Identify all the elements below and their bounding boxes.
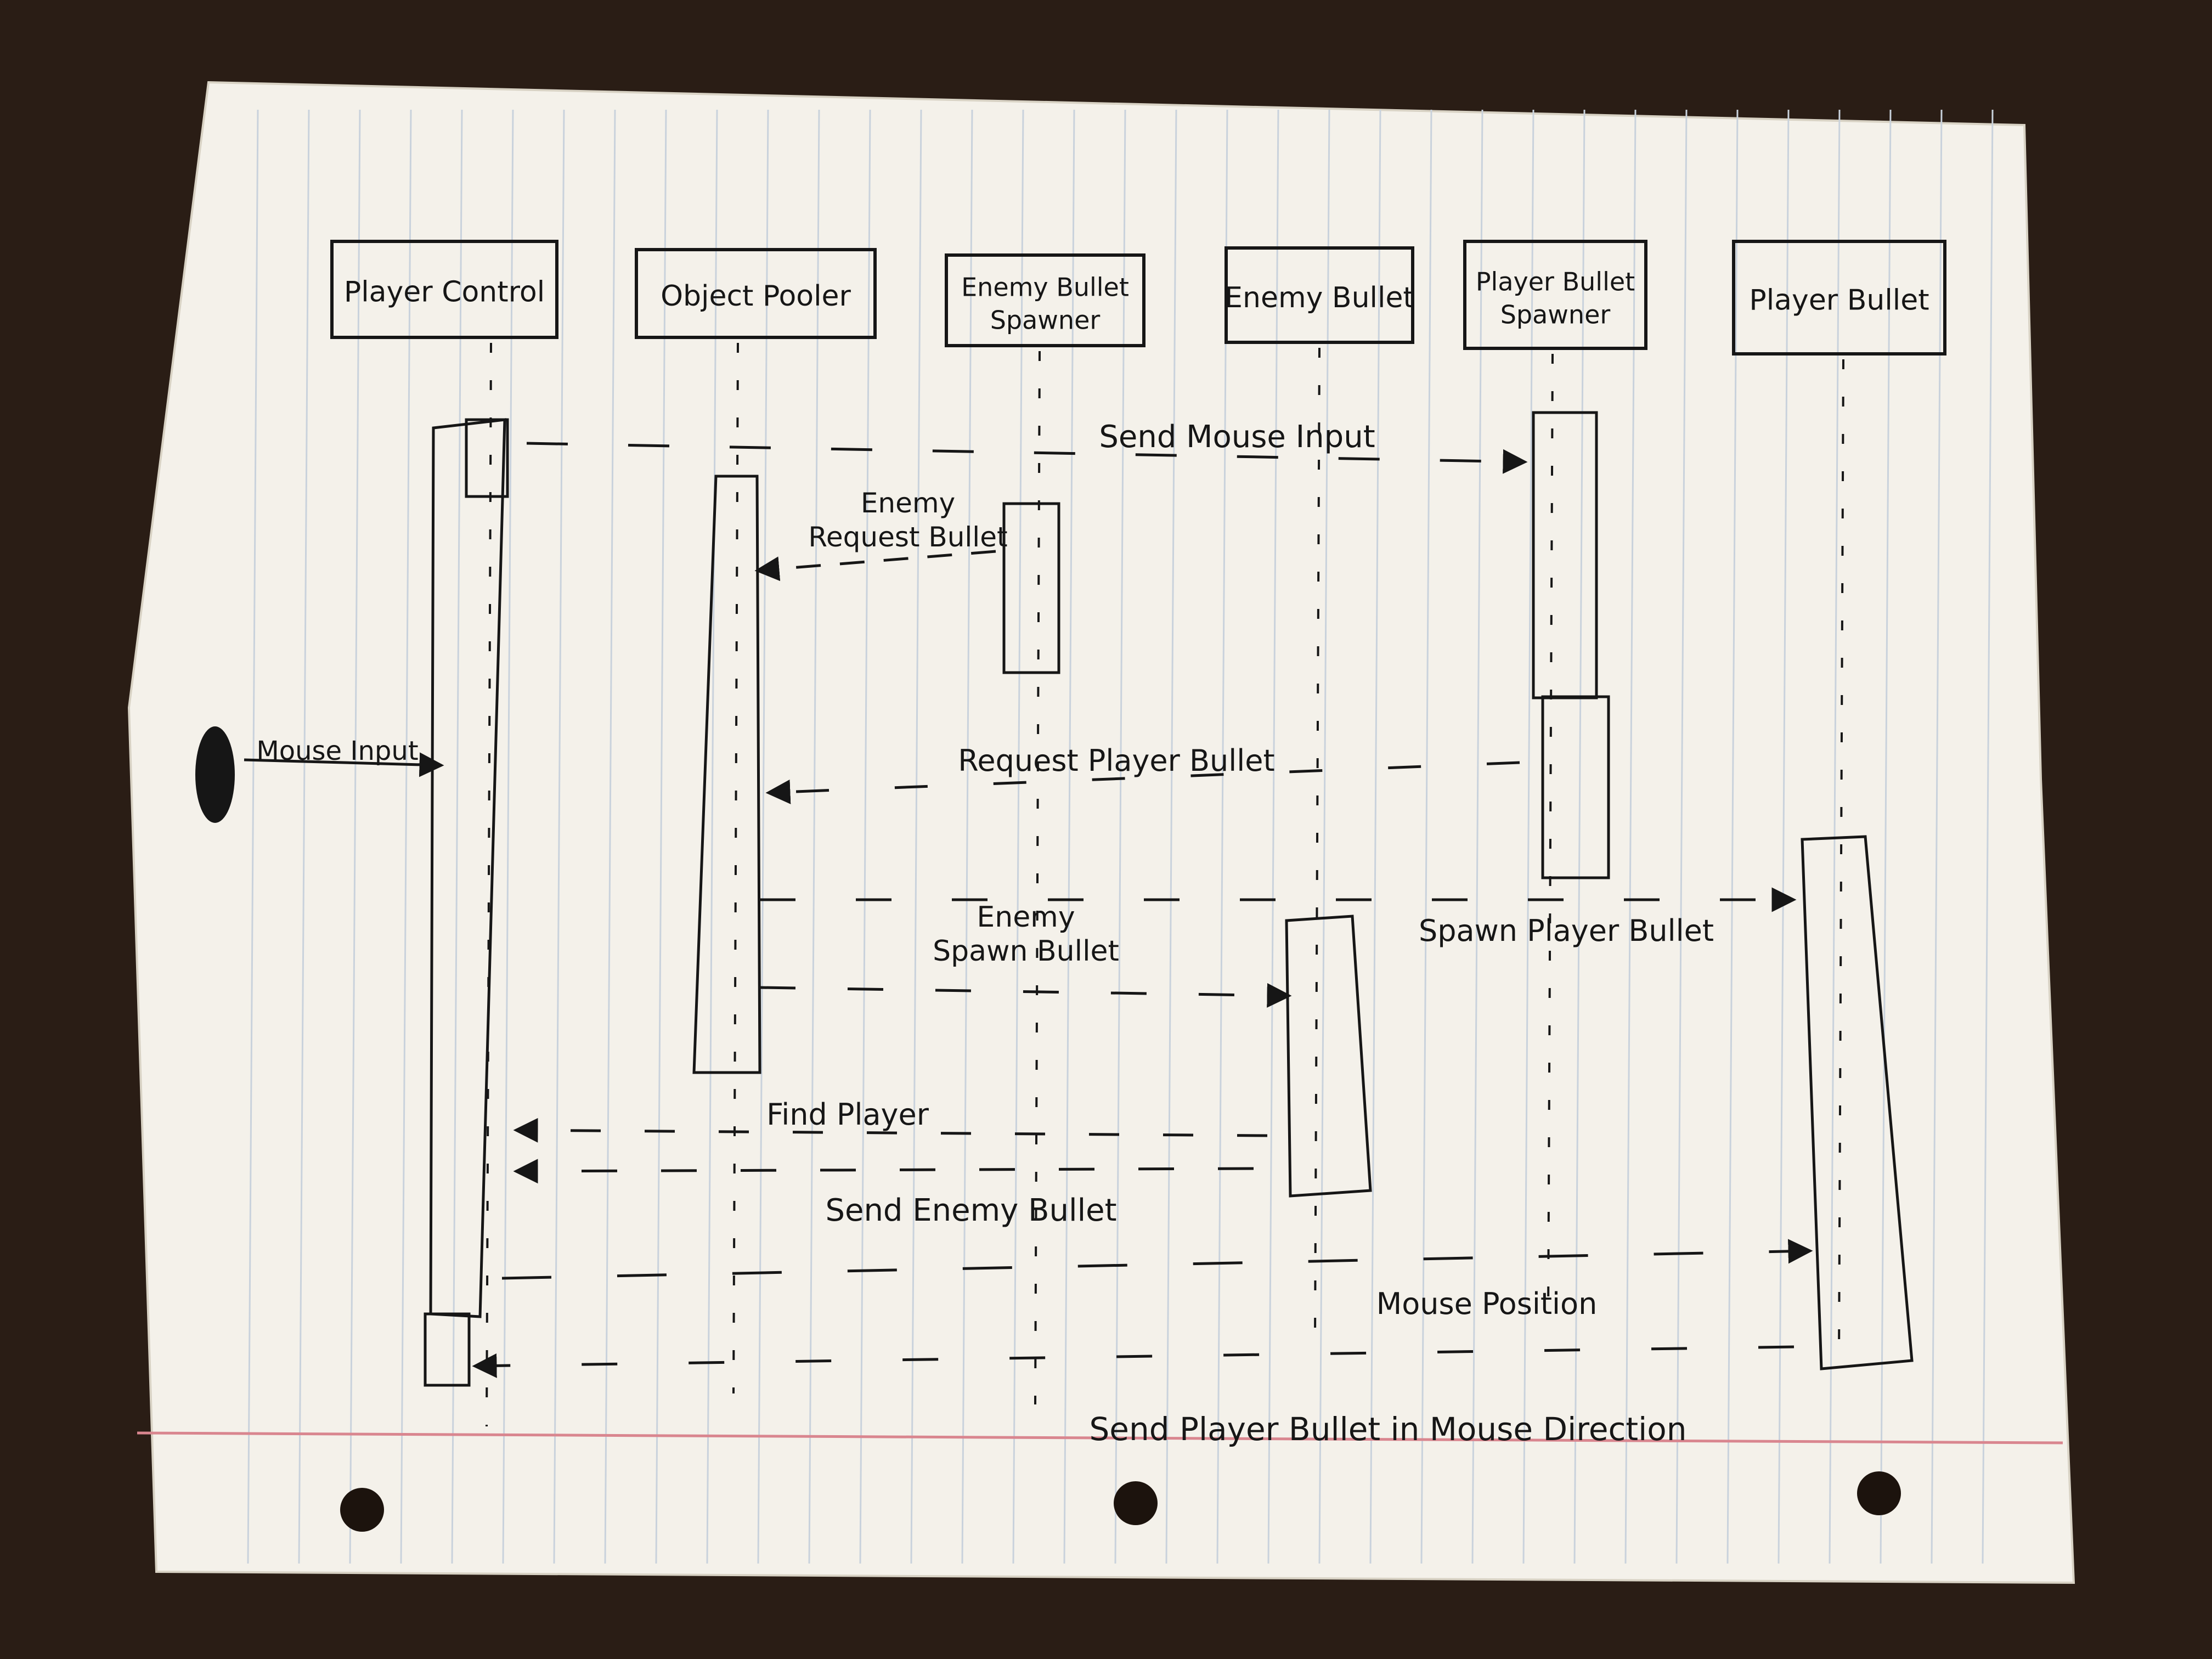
binder-hole bbox=[340, 1488, 384, 1532]
lifeline bbox=[1034, 351, 1041, 1405]
binder-hole bbox=[1857, 1471, 1901, 1515]
message-label-request-player-bullet: Request Player Bullet bbox=[958, 743, 1274, 778]
participant-box-player-bullet-spawner bbox=[1463, 240, 1647, 350]
rule-line bbox=[1522, 109, 1534, 1564]
rule-line bbox=[1675, 109, 1688, 1564]
paper-sheet bbox=[127, 81, 2075, 1584]
participant-label: Spawner bbox=[1500, 300, 1611, 330]
binder-hole bbox=[1114, 1481, 1158, 1525]
activation-bar-player-control bbox=[465, 418, 509, 498]
message-label-send-mouse-input: Send Mouse Input bbox=[1099, 419, 1375, 455]
rule-line bbox=[247, 109, 259, 1564]
activation-bar-player-bullet-spawner bbox=[1541, 695, 1610, 879]
rule-line bbox=[859, 109, 871, 1564]
rule-line bbox=[808, 109, 820, 1564]
lifeline bbox=[1314, 347, 1321, 1339]
rule-line bbox=[604, 109, 616, 1564]
rule-line bbox=[451, 109, 463, 1564]
rule-line bbox=[1880, 109, 1892, 1564]
message-label-request-enemy-bullet: Request Bullet bbox=[808, 521, 1007, 553]
lifeline bbox=[732, 342, 739, 1394]
participant-label: Player Bullet bbox=[1749, 284, 1929, 317]
message-label-send-enemy-bullet: Send Enemy Bullet bbox=[825, 1193, 1116, 1228]
participant-box-player-control bbox=[330, 240, 558, 339]
message-arrow-spawn-enemy-bullet bbox=[759, 983, 1292, 1008]
rule-line bbox=[910, 109, 922, 1564]
external-actor bbox=[195, 726, 235, 823]
activation-bar-player-control bbox=[424, 1312, 471, 1387]
message-label-spawn-player-bullet: Spawn Player Bullet bbox=[1419, 913, 1714, 948]
rule-line bbox=[706, 109, 718, 1564]
rule-line bbox=[961, 109, 973, 1564]
message-arrow-request-enemy-bullet bbox=[754, 550, 996, 582]
activation-bar-enemy-bullet-spawner bbox=[1002, 502, 1060, 674]
activation-bar-enemy-bullet bbox=[1285, 915, 1372, 1198]
lifeline bbox=[486, 342, 492, 1427]
rule-line bbox=[757, 109, 769, 1564]
rule-line bbox=[1165, 109, 1177, 1564]
margin-line bbox=[137, 1431, 2063, 1444]
message-label-mouse-position: Mouse Position bbox=[1376, 1286, 1598, 1321]
rule-line bbox=[553, 109, 565, 1564]
message-label-find-player: Find Player bbox=[766, 1097, 929, 1132]
participant-box-enemy-bullet-spawner bbox=[945, 253, 1146, 347]
rule-line bbox=[1726, 109, 1739, 1564]
message-label-mouse-input: Mouse Input bbox=[256, 736, 418, 766]
message-arrow-mouse-input bbox=[244, 752, 444, 777]
rule-line bbox=[1369, 109, 1381, 1564]
participant-label: Enemy Bullet bbox=[961, 273, 1129, 302]
participant-label: Object Pooler bbox=[661, 280, 851, 313]
rule-line bbox=[1063, 109, 1075, 1564]
ruled-lines bbox=[247, 109, 1994, 1564]
rule-line bbox=[349, 109, 361, 1564]
rule-line bbox=[1114, 109, 1126, 1564]
message-label-send-player-bullet: Send Player Bullet in Mouse Direction bbox=[1089, 1410, 1686, 1448]
activation-bar-player-control bbox=[429, 418, 506, 1318]
rule-line bbox=[1931, 109, 1943, 1564]
rule-line bbox=[1573, 109, 1585, 1564]
rule-line bbox=[1318, 109, 1330, 1564]
rule-line bbox=[1624, 109, 1637, 1564]
message-label-spawn-enemy-bullet: Enemy bbox=[977, 901, 1075, 934]
rule-line bbox=[1778, 109, 1790, 1564]
participant-label: Enemy Bullet bbox=[1224, 281, 1414, 314]
rule-line bbox=[1216, 109, 1228, 1564]
message-arrow-request-player-bullet bbox=[765, 761, 1520, 804]
activation-bar-object-pooler bbox=[692, 475, 761, 1074]
rule-line bbox=[1420, 109, 1432, 1564]
message-arrow-send-player-bullet bbox=[472, 1345, 1795, 1378]
participant-box-player-bullet bbox=[1732, 240, 1946, 356]
rule-line bbox=[655, 109, 667, 1564]
message-arrow-find-player bbox=[513, 1118, 1268, 1143]
rule-line bbox=[1267, 109, 1279, 1564]
participant-box-enemy-bullet bbox=[1224, 246, 1414, 344]
participant-label: Player Bullet bbox=[1476, 267, 1635, 297]
rule-line bbox=[502, 109, 514, 1564]
rule-line bbox=[1471, 109, 1483, 1564]
participant-label: Player Control bbox=[344, 276, 545, 309]
message-label-request-enemy-bullet: Enemy bbox=[861, 487, 955, 519]
rule-line bbox=[1012, 109, 1024, 1564]
rule-line bbox=[1982, 109, 1994, 1564]
rule-line bbox=[298, 109, 310, 1564]
activation-bar-player-bullet bbox=[1801, 835, 1914, 1370]
participant-box-object-pooler bbox=[635, 248, 877, 339]
message-label-spawn-enemy-bullet: Spawn Bullet bbox=[933, 935, 1119, 968]
participant-label: Spawner bbox=[990, 306, 1101, 335]
rule-line bbox=[400, 109, 412, 1564]
diagram-layer: Player Control Object Pooler Enemy BulletS… bbox=[195, 240, 1946, 1448]
message-arrow-send-mouse-input bbox=[526, 442, 1528, 474]
